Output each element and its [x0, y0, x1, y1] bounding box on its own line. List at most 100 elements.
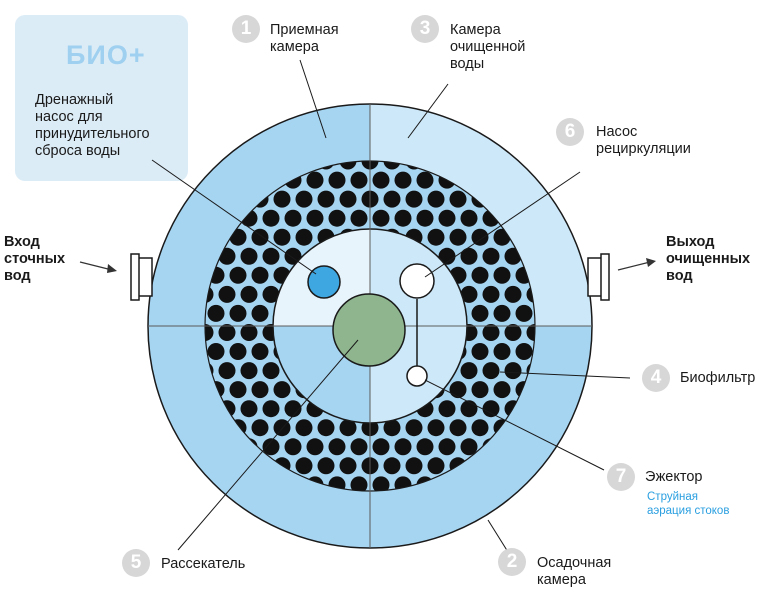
biofilter-media-dot: [427, 228, 445, 246]
biofilter-media-dot: [482, 400, 500, 418]
callout-7-sublabel: Струйная аэрация стоков: [647, 491, 730, 517]
biofilter-media-dot: [471, 266, 489, 284]
biofilter-media-dot: [504, 285, 522, 303]
distributor: [332, 293, 406, 367]
biofilter-media-dot: [284, 400, 302, 418]
biofilter-media-dot: [416, 209, 434, 227]
biofilter-media-dot: [251, 266, 269, 284]
biofilter-media-dot: [504, 362, 522, 380]
callout-5-label: Рассекатель: [161, 556, 246, 572]
biofilter-media-dot: [460, 209, 478, 227]
ejector: [406, 365, 428, 387]
callout-1-label: Приемная камера: [270, 22, 339, 55]
biofilter-media-dot: [482, 247, 500, 265]
biofilter-media-dot: [460, 285, 478, 303]
biofilter-media-dot: [240, 362, 258, 380]
biofilter-media-dot: [339, 190, 357, 208]
biofilter-media-dot: [416, 438, 434, 456]
biofilter-media-dot: [262, 247, 280, 265]
biofilter-media-dot: [207, 343, 225, 360]
drain-pump-note: Дренажный насос для принудительного сбро…: [35, 92, 150, 159]
biofilter-media-dot: [427, 457, 445, 475]
biofilter-media-dot: [262, 438, 280, 456]
leader-6: [424, 171, 581, 278]
leader-5: [177, 339, 359, 551]
biofilter-media-dot: [295, 228, 313, 246]
biofilter-media-dot: [449, 228, 467, 246]
biofilter-media-dot: [295, 419, 313, 437]
biofilter-media-dot: [405, 190, 423, 208]
biofilter-media-dot: [295, 457, 313, 475]
biofilter-media-dot: [471, 228, 489, 246]
biofilter-media-dot: [262, 285, 280, 303]
callout-2-badge: 2: [498, 548, 526, 576]
outlet-label: Выход очищенных вод: [666, 234, 751, 284]
callout-4-badge: 4: [642, 364, 670, 392]
biofilter-media-dot: [262, 400, 280, 418]
biofilter-media-dot: [416, 171, 434, 189]
biofilter-media-dot: [471, 304, 489, 322]
biofilter-media-dot: [482, 324, 500, 341]
biofilter-media-dot: [394, 171, 412, 189]
inlet-pipe: [130, 253, 153, 301]
biofilter-media-dot: [350, 476, 368, 491]
biofilter-media-dot: [262, 362, 280, 380]
biofilter-media-dot: [438, 400, 456, 418]
biofilter-media-dot: [493, 343, 511, 360]
biofilter-media-dot: [471, 381, 489, 399]
leader-1: [299, 59, 327, 139]
biofilter-media-dot: [372, 209, 390, 227]
outlet-arrowhead: [646, 258, 656, 267]
biofilter-media-dot: [438, 209, 456, 227]
biofilter-media-dot: [240, 247, 258, 265]
drain-pump: [307, 265, 341, 299]
biofilter-media-dot: [207, 304, 225, 322]
biofilter-media-dot: [273, 190, 291, 208]
outlet-pipe: [587, 253, 610, 301]
biofilter-media-dot: [493, 381, 511, 399]
biofilter-media-dot: [482, 362, 500, 380]
biofilter-media-dot: [372, 171, 390, 189]
biofilter-media-dot: [438, 438, 456, 456]
biofilter-media-dot: [372, 438, 390, 456]
biofilter-media-dot: [350, 171, 368, 189]
biofilter-media-dot: [328, 438, 346, 456]
biofilter-media-dot: [251, 343, 269, 360]
biofilter-media-dot: [405, 457, 423, 475]
biofilter-media-dot: [240, 324, 258, 341]
leader-2: [487, 519, 509, 553]
callout-1-badge: 1: [232, 15, 260, 43]
biofilter-media-dot: [493, 266, 511, 284]
biofilter-media-dot: [240, 400, 258, 418]
biofilter-media-dot: [306, 209, 324, 227]
biofilter-media-dot: [350, 209, 368, 227]
biofilter-media-dot: [427, 190, 445, 208]
biofilter-media-dot: [328, 209, 346, 227]
biofilter-media-dot: [504, 324, 522, 341]
biofilter-media-dot: [460, 400, 478, 418]
biofilter-media-dot: [218, 285, 236, 303]
biofilter-media-dot: [339, 161, 357, 170]
biofilter-media-dot: [383, 457, 401, 475]
biofilter-media-dot: [229, 381, 247, 399]
biofilter-media-dot: [251, 381, 269, 399]
callout-6-badge: 6: [556, 118, 584, 146]
biofilter-media-dot: [350, 438, 368, 456]
biofilter-media-dot: [394, 438, 412, 456]
biofilter-media-dot: [449, 381, 467, 399]
callout-7-badge: 7: [607, 463, 635, 491]
biofilter-media-dot: [493, 304, 511, 322]
biofilter-media-dot: [438, 247, 456, 265]
biofilter-media-dot: [394, 209, 412, 227]
callout-7-label: Эжектор: [645, 469, 703, 485]
biofilter-media-dot: [460, 362, 478, 380]
biofilter-media-dot: [339, 419, 357, 437]
biofilter-media-dot: [317, 190, 335, 208]
brand-logo-text: БИО+: [66, 40, 146, 70]
leader-drain-pump: [151, 159, 317, 275]
biofilter-media-dot: [273, 381, 291, 399]
biofilter-media-dot: [317, 419, 335, 437]
biofilter-media-dot: [471, 343, 489, 360]
biofilter-media-dot: [405, 419, 423, 437]
